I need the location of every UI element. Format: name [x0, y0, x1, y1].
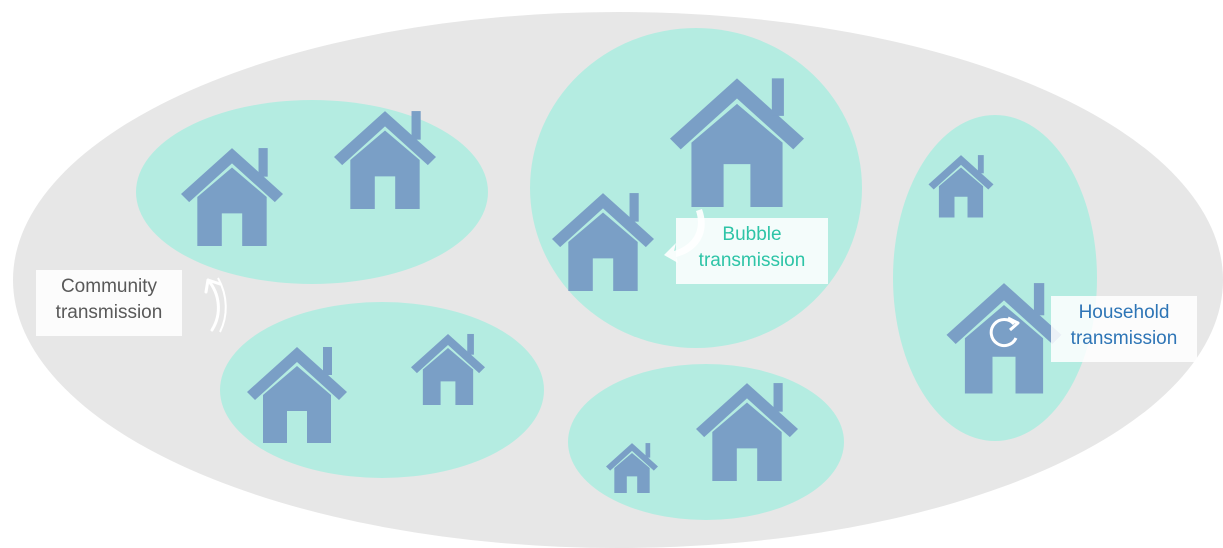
- bubble-transmission-label: Bubble transmission: [676, 218, 828, 284]
- bubble-bottom-left: [220, 302, 544, 478]
- household-transmission-label: Household transmission: [1051, 296, 1197, 362]
- curved-arrow-icon: [204, 277, 227, 333]
- household-label-line1: Household: [1078, 302, 1170, 323]
- bubble-household: [893, 115, 1097, 441]
- bubble-label-line1: Bubble: [722, 224, 782, 245]
- bubble-bottom-center: [568, 364, 844, 520]
- community-transmission-label: Community transmission: [36, 270, 182, 336]
- household-label-line2: transmission: [1070, 327, 1178, 349]
- community-label-line1: Community: [60, 276, 158, 297]
- bubble-label-line2: transmission: [698, 249, 806, 271]
- circular-arrow-icon: [989, 316, 1020, 348]
- curved-arrow-icon: [664, 209, 705, 263]
- community-label-line2: transmission: [55, 301, 163, 323]
